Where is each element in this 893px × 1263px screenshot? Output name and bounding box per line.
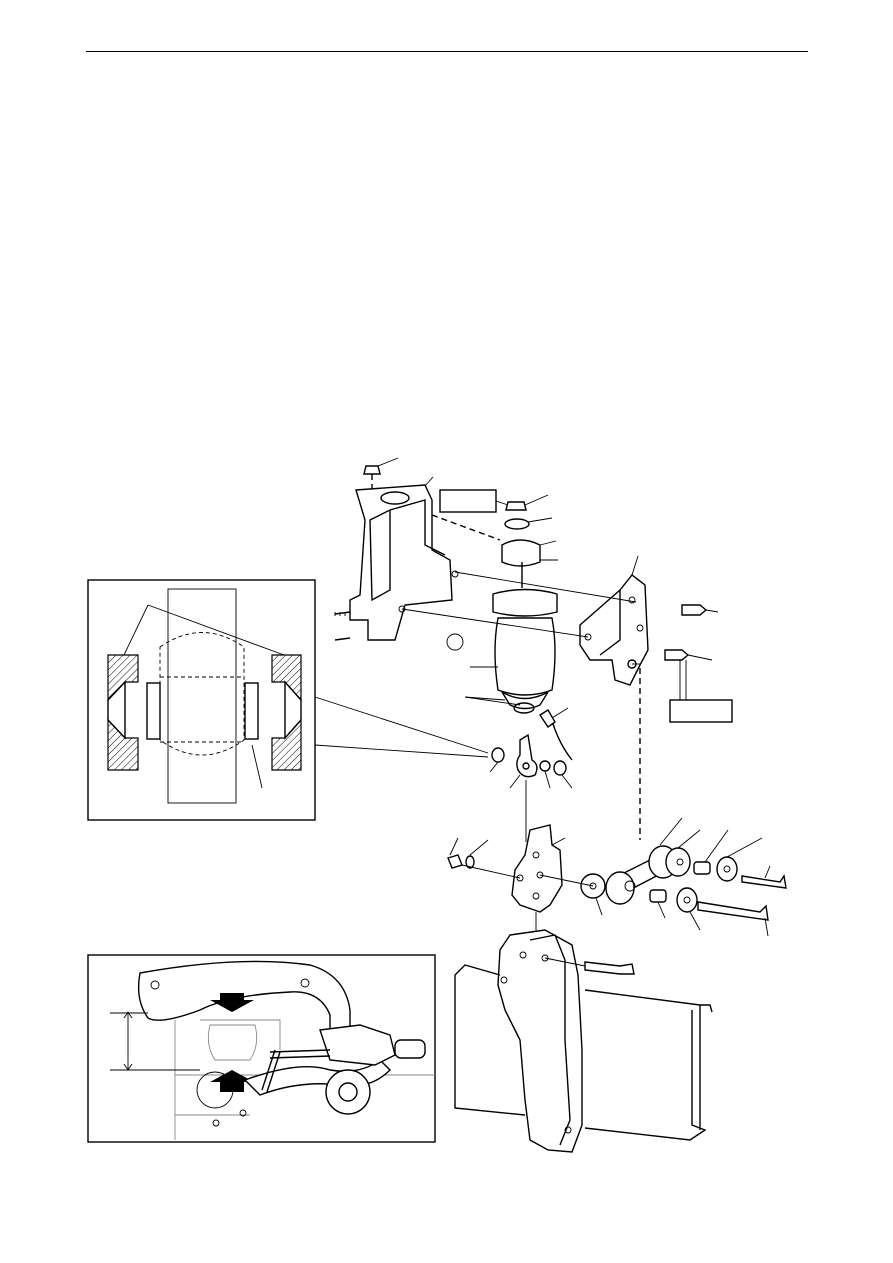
eye-rod	[516, 733, 538, 778]
callout-box-top	[439, 489, 497, 513]
bushing-sleeve-left	[146, 682, 161, 740]
frame-rail	[454, 964, 501, 976]
rod-washer-b	[665, 847, 691, 877]
lower-nut	[447, 854, 463, 869]
detail-frame	[87, 579, 316, 821]
rod-sleeve-b	[693, 861, 711, 875]
main-exploded-view	[334, 457, 787, 1153]
lower-washer	[465, 855, 475, 869]
air-spring-cap	[492, 588, 558, 617]
spring-nut	[505, 501, 527, 511]
detail-bushing-section	[87, 579, 316, 821]
spring-washer	[504, 518, 530, 530]
leveling-valve	[319, 1024, 396, 1066]
axle-pivot	[325, 1069, 371, 1115]
air-spring-top-plate	[501, 539, 541, 567]
alignment-dashline	[431, 514, 501, 541]
hanger-bracket	[497, 929, 583, 1153]
arrow-down-icon	[210, 993, 254, 1012]
bolt-lower	[664, 649, 690, 661]
detail-frame-2	[87, 954, 436, 1143]
bolt-upper	[681, 604, 708, 616]
bushing-shaft	[167, 588, 237, 804]
hanger-bolt	[584, 961, 635, 975]
upper-bracket	[137, 960, 351, 1041]
bushing-sleeve-right	[244, 682, 259, 740]
long-bolt-upper	[741, 874, 787, 889]
arrow-up-icon	[210, 1070, 254, 1092]
bushing-ring-left-bottom	[107, 718, 139, 771]
bushing-sleeve	[539, 760, 551, 772]
rod-washer-d	[676, 887, 698, 913]
bushing-ring-left-top	[107, 654, 139, 702]
upper-mounting-bracket	[349, 484, 453, 641]
detail-ride-height	[87, 954, 436, 1143]
bushing-ring-right-bottom	[271, 718, 302, 771]
lower-arm	[243, 1059, 391, 1096]
air-spring-bellows	[494, 617, 556, 696]
rod-washer-c	[716, 856, 738, 882]
header-rule	[86, 51, 808, 52]
callout-box-right	[669, 699, 733, 723]
rod-eye-a	[605, 871, 635, 905]
bushing-ball	[159, 632, 245, 756]
bushing-ring-right-top	[271, 654, 302, 702]
bushing-washer-right	[553, 760, 567, 776]
long-bolt-lower	[697, 901, 769, 921]
rod-sleeve-a	[649, 889, 667, 903]
air-fitting	[539, 709, 556, 728]
bushing-washer-left	[491, 747, 505, 763]
lower-bracket	[511, 824, 563, 913]
top-nut	[363, 465, 381, 475]
